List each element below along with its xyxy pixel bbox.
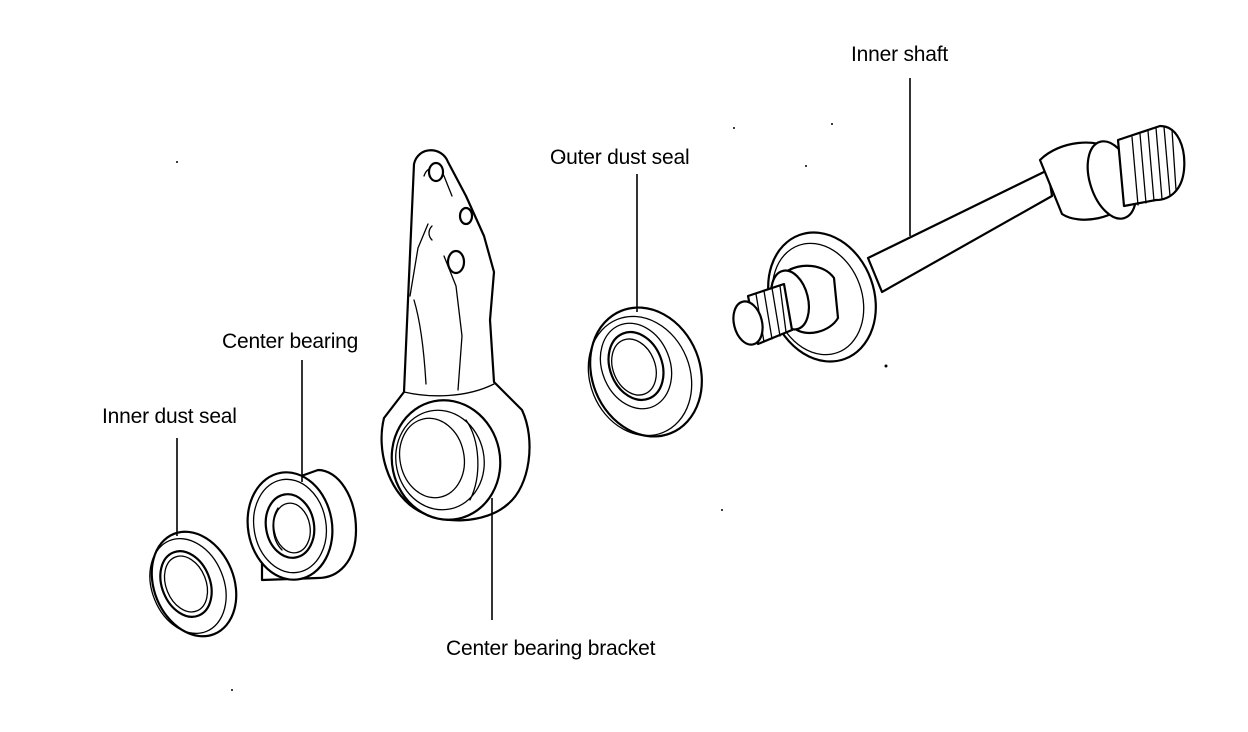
outer-dust-seal-part	[587, 306, 703, 438]
center-bearing-bracket-label: Center bearing bracket	[446, 637, 656, 660]
scan-specks	[176, 123, 888, 691]
center-bearing-bracket-part	[380, 149, 531, 522]
inner-dust-seal-label: Inner dust seal	[102, 405, 237, 428]
center-bearing-label: Center bearing	[222, 330, 359, 353]
inner-dust-seal-part	[149, 530, 238, 638]
outer-dust-seal-label: Outer dust seal	[550, 146, 690, 169]
inner-shaft-part	[732, 124, 1186, 363]
center-bearing-part	[246, 468, 358, 582]
inner-shaft-label: Inner shaft	[851, 43, 949, 66]
